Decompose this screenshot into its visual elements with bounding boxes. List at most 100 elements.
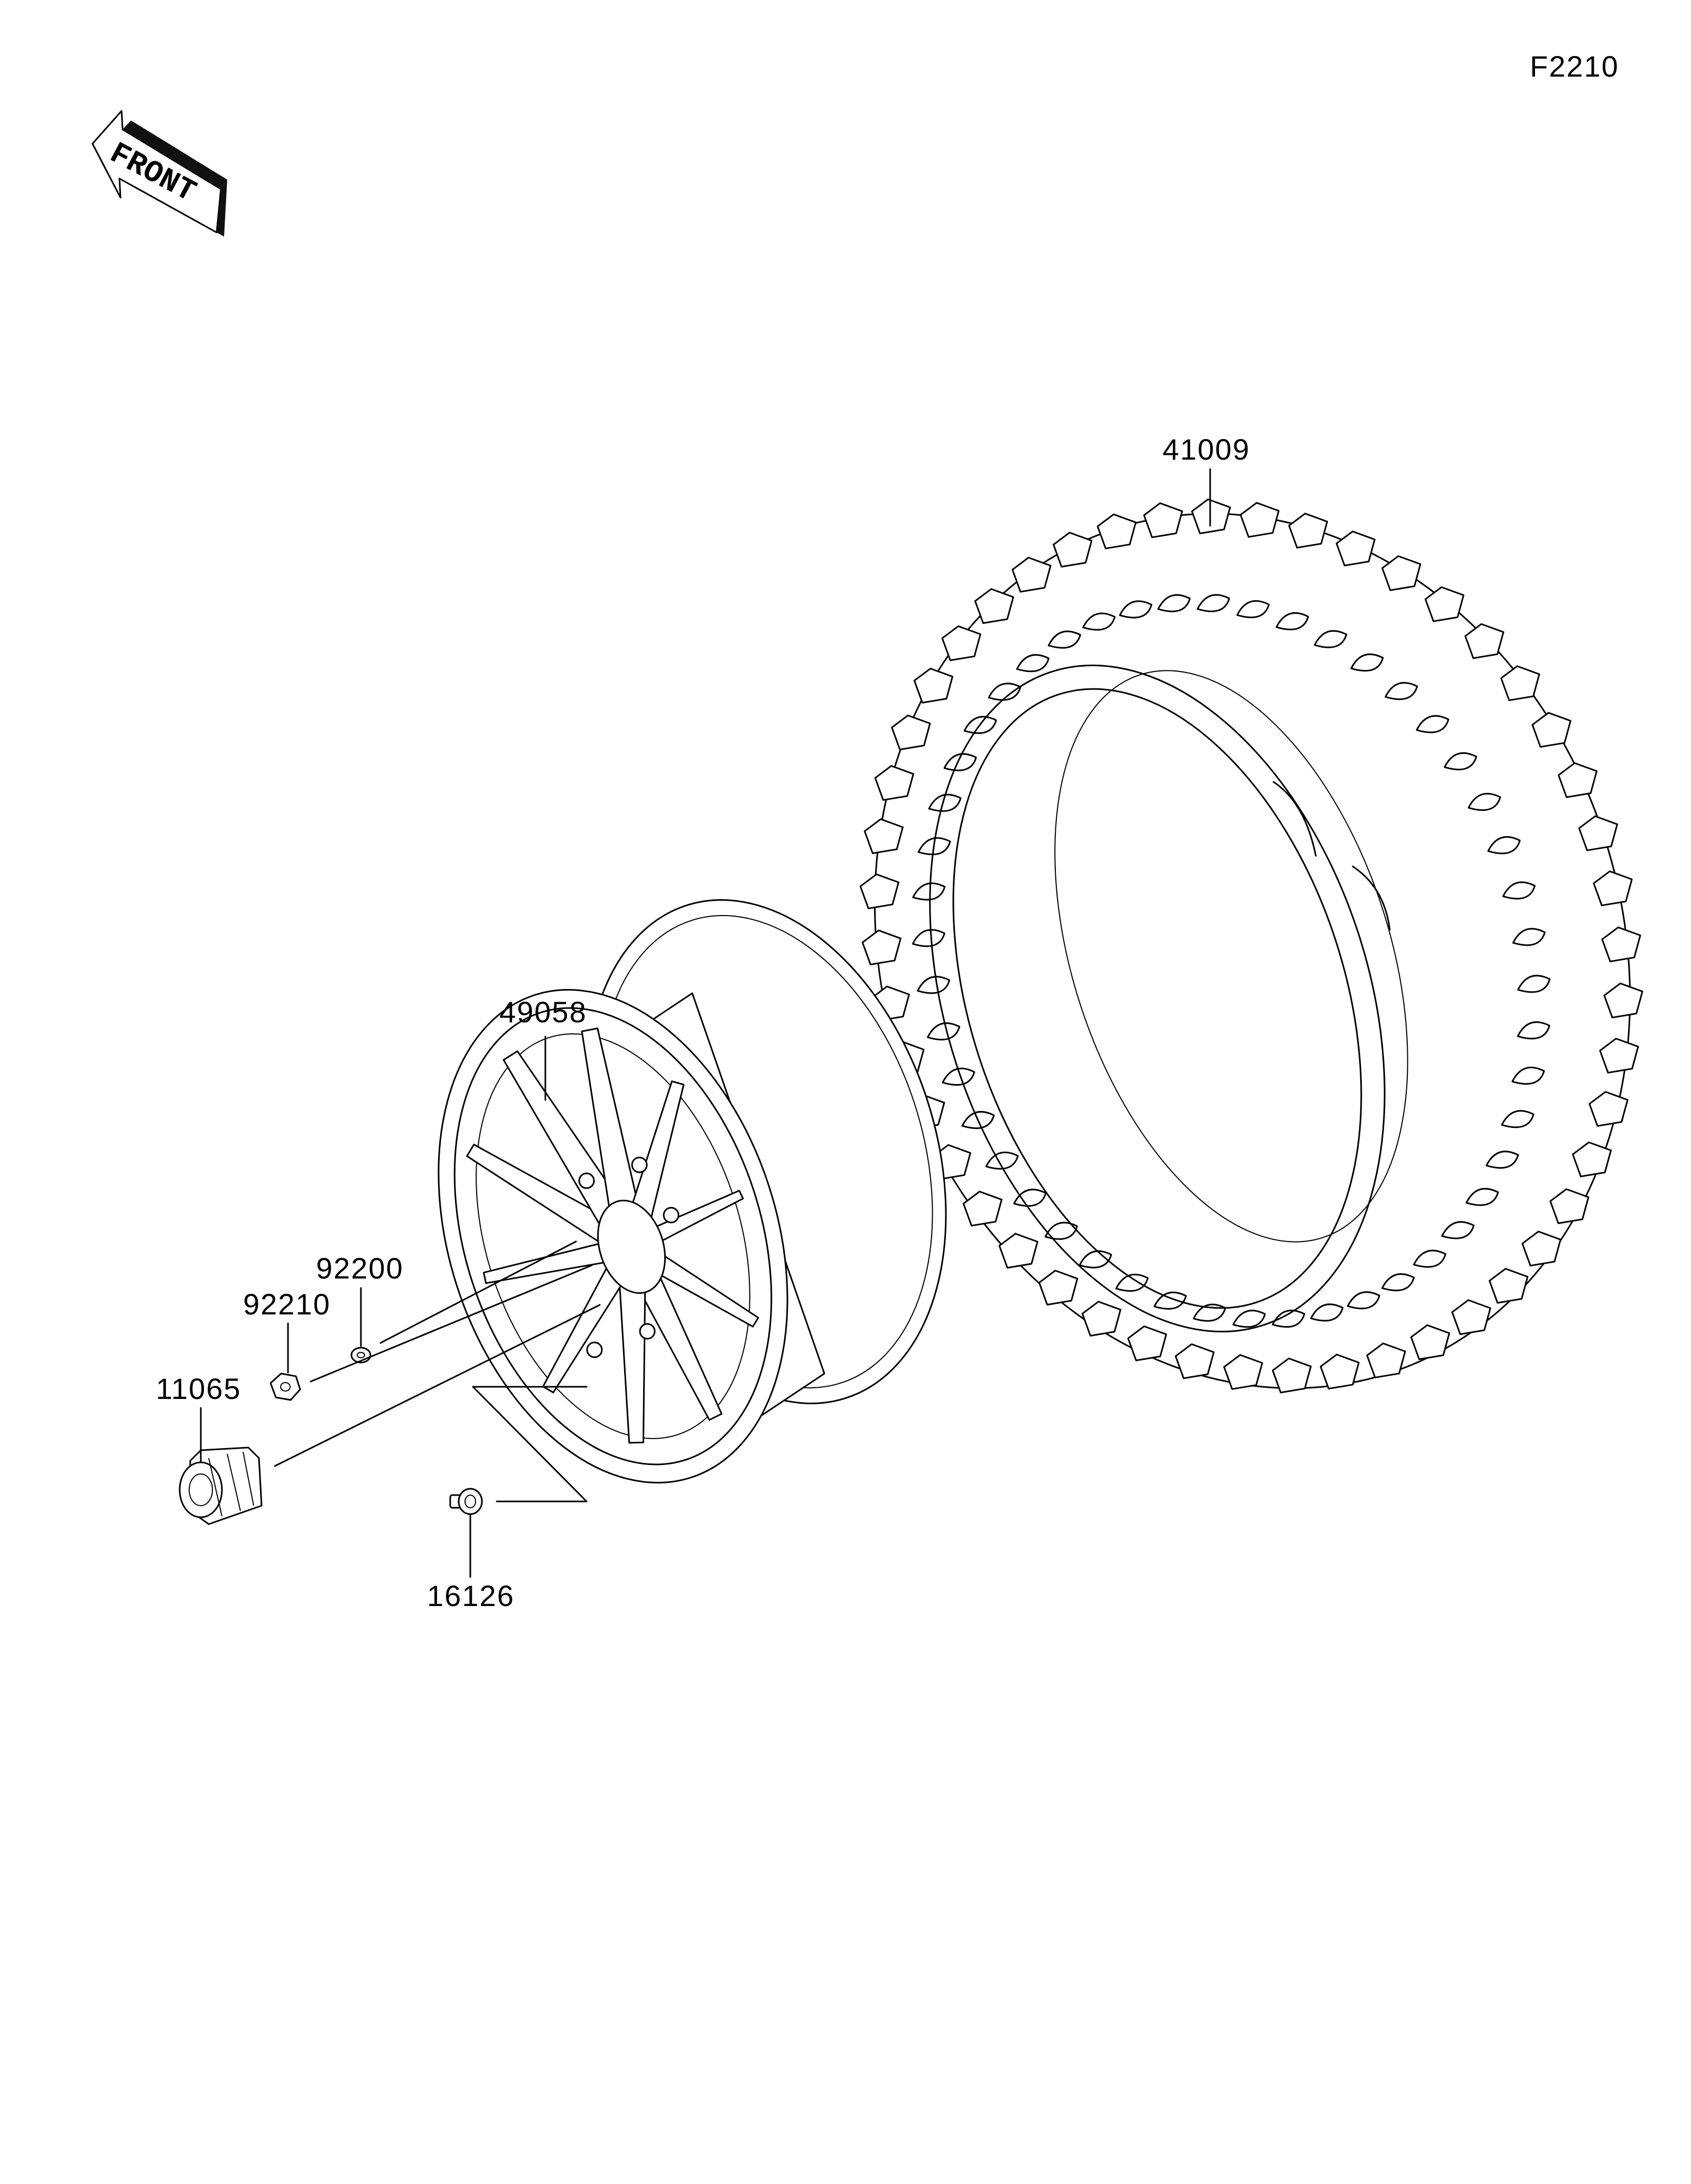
tread-lug [861,929,902,966]
tread-lug [1271,1357,1312,1394]
tread-lug [1288,512,1328,549]
tread-lug [1038,1270,1079,1306]
part-number-16126: 16126 [427,1579,515,1612]
tread-groove [1416,715,1450,733]
tread-lug [1464,623,1504,659]
tread-lug [891,714,931,751]
part-number-11065: 11065 [156,1372,241,1405]
tread-lug [941,625,981,661]
tread-lug [874,765,914,801]
tread-lug [998,1233,1038,1269]
tread-groove [1232,1310,1266,1328]
tread-groove [1511,1067,1545,1085]
part-number-92200: 92200 [316,1252,404,1285]
tread-lug [1601,926,1641,963]
nut [270,1373,301,1401]
tread-groove [1512,928,1546,946]
tread-lug [1127,1325,1167,1361]
tread-groove [1467,792,1501,811]
tread-groove [961,1110,995,1130]
tread-groove [943,753,977,771]
tread-groove [1413,1249,1446,1268]
tread-groove [1276,612,1309,630]
tread-groove [1381,1273,1415,1292]
tread-groove [1441,1221,1475,1239]
diagram-code: F2210 [1530,50,1619,83]
tread-groove [985,1151,1019,1170]
tread-groove [917,976,951,994]
tread-lug [1097,514,1137,549]
cap [179,1446,263,1525]
tread-lug [859,873,899,910]
part-number-49058: 49058 [499,995,587,1029]
tread-groove [1082,612,1116,631]
tread-lug [1599,1038,1639,1074]
tread-lug [1521,1230,1562,1267]
tread-lug [1143,502,1183,538]
tread-lug [1223,1354,1263,1390]
tread-groove [1517,1021,1550,1040]
tread-groove [963,716,997,734]
tread-lug [1424,586,1465,622]
tread-lug [1557,762,1598,798]
tread-lug [1549,1188,1590,1224]
front-direction-arrow-icon: FRONT [91,110,227,237]
wheel [438,899,947,1483]
tread-lug [962,1190,1002,1227]
tread-groove [1236,600,1270,619]
tread-groove [1385,682,1418,701]
tread-lug [1593,870,1633,907]
tread-lug [1381,555,1421,591]
tread-lug [863,818,904,854]
tread-groove [1044,1221,1078,1240]
tread-groove [912,882,946,901]
tread-groove [1346,1291,1380,1310]
tread-groove [1047,630,1081,649]
part-number-41009: 41009 [1163,433,1250,466]
tread-groove [1115,1273,1149,1292]
tread-lug [1175,1343,1215,1379]
tread-groove [1196,594,1230,612]
tread-lug [1500,665,1540,702]
tread-lug [1572,1141,1612,1178]
tread-groove [1485,1151,1519,1169]
tread-lug [1320,1354,1360,1390]
tread-lug [1053,531,1093,568]
tread-groove [1079,1250,1112,1268]
tread-lug [1489,1268,1529,1304]
tread-lug [1191,498,1231,535]
tread-lug [1588,1091,1629,1127]
tread-groove [1271,1309,1305,1328]
tread-groove [928,794,962,812]
tread-groove [1487,836,1521,854]
tread-lug [1410,1324,1451,1360]
tread-groove [1350,653,1384,672]
tread-lug [1240,502,1280,538]
tread-groove [1465,1188,1499,1206]
tread-lug [974,588,1015,624]
tread-groove [942,1067,975,1086]
tread-groove [1157,594,1191,612]
tread-lug [1531,712,1572,748]
tread-lug [1451,1299,1491,1335]
valve [449,1488,483,1515]
tread-groove [1016,654,1050,673]
tread-groove [1501,1110,1535,1128]
tread-lug [1335,530,1376,567]
tread-groove [1314,630,1348,648]
tread-lug [1578,815,1618,852]
tread-lug [1011,557,1052,593]
tread-groove [1119,600,1153,619]
leader-lines [200,468,1211,1578]
tread-lug [1603,982,1643,1019]
tread-groove [1444,752,1478,771]
tread-lug [1081,1301,1121,1337]
tread-lug [913,668,953,704]
part-number-92210: 92210 [243,1287,331,1321]
tread-groove [1310,1303,1344,1322]
tread-groove [1153,1291,1187,1310]
tread-lug [1366,1342,1406,1378]
tread-groove [927,1022,961,1041]
tread-groove [1502,881,1536,900]
